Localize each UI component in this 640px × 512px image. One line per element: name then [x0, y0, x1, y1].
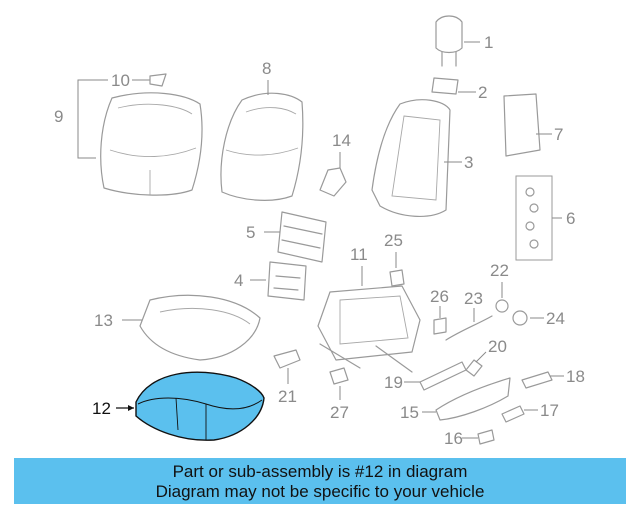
- part-12-seat-cushion-highlighted[interactable]: [135, 371, 265, 441]
- callout-3: 3: [464, 153, 473, 172]
- callout-5: 5: [246, 223, 255, 242]
- callout-19: 19: [384, 373, 403, 392]
- part-9-backrest-cover: [100, 92, 203, 196]
- part-26-cap: [433, 317, 447, 335]
- part-8-backrest-pad: [220, 92, 304, 201]
- callout-21: 21: [278, 387, 297, 406]
- callout-23: 23: [464, 289, 483, 308]
- callout-1: 1: [484, 33, 493, 52]
- callout-8: 8: [262, 59, 271, 78]
- part-22-grommet: [495, 299, 509, 313]
- callout-20: 20: [488, 337, 507, 356]
- callout-16: 16: [444, 429, 463, 448]
- callout-26: 26: [430, 287, 449, 306]
- part-11-seat-frame: [317, 285, 421, 373]
- part-21-cover: [273, 349, 301, 369]
- part-23-cable: [445, 315, 493, 341]
- part-5-spring-mat: [277, 211, 327, 263]
- part-15-side-shield: [435, 377, 511, 421]
- part-27-clip: [329, 367, 349, 385]
- callout-10: 10: [111, 71, 130, 90]
- callout-7: 7: [554, 125, 563, 144]
- callout-6: 6: [566, 209, 575, 228]
- part-16-knob: [477, 429, 495, 445]
- part-19-rail: [419, 361, 467, 391]
- callout-14: 14: [332, 131, 351, 150]
- callout-15: 15: [400, 403, 419, 422]
- callout-2: 2: [478, 83, 487, 102]
- part-20-bracket: [465, 359, 483, 377]
- callout-27: 27: [330, 403, 349, 422]
- callout-25: 25: [384, 231, 403, 250]
- callout-9: 9: [54, 107, 63, 126]
- banner-line-1: Part or sub-assembly is #12 in diagram: [172, 462, 468, 481]
- part-3-backrest-frame: [371, 99, 451, 217]
- part-14-bracket: [319, 167, 347, 197]
- part-1-headrest: [435, 15, 463, 67]
- parts-diagram: 9 10 8 14 1 2 3 7 6 5: [54, 15, 585, 448]
- info-banner: Part or sub-assembly is #12 in diagram D…: [14, 458, 626, 504]
- part-18-trim: [521, 371, 553, 389]
- callout-12: 12: [92, 399, 111, 418]
- part-4-lumbar: [267, 261, 307, 301]
- part-25-clip: [389, 269, 405, 287]
- callout-22: 22: [490, 261, 509, 280]
- part-10-clip: [149, 73, 167, 87]
- banner-line-2: Diagram may not be specific to your vehi…: [155, 482, 485, 501]
- callout-17: 17: [540, 401, 559, 420]
- part-17-cover: [501, 405, 525, 423]
- callout-18: 18: [566, 367, 585, 386]
- part-2-guide: [431, 77, 459, 95]
- callout-13: 13: [94, 311, 113, 330]
- part-7-back-panel: [503, 93, 541, 157]
- part-6-hardware-kit: [515, 175, 553, 261]
- part-24-knob: [512, 310, 528, 326]
- part-13-seat-pad: [139, 294, 261, 361]
- callout-11: 11: [350, 245, 368, 264]
- callout-4: 4: [234, 271, 243, 290]
- callout-24: 24: [546, 309, 565, 328]
